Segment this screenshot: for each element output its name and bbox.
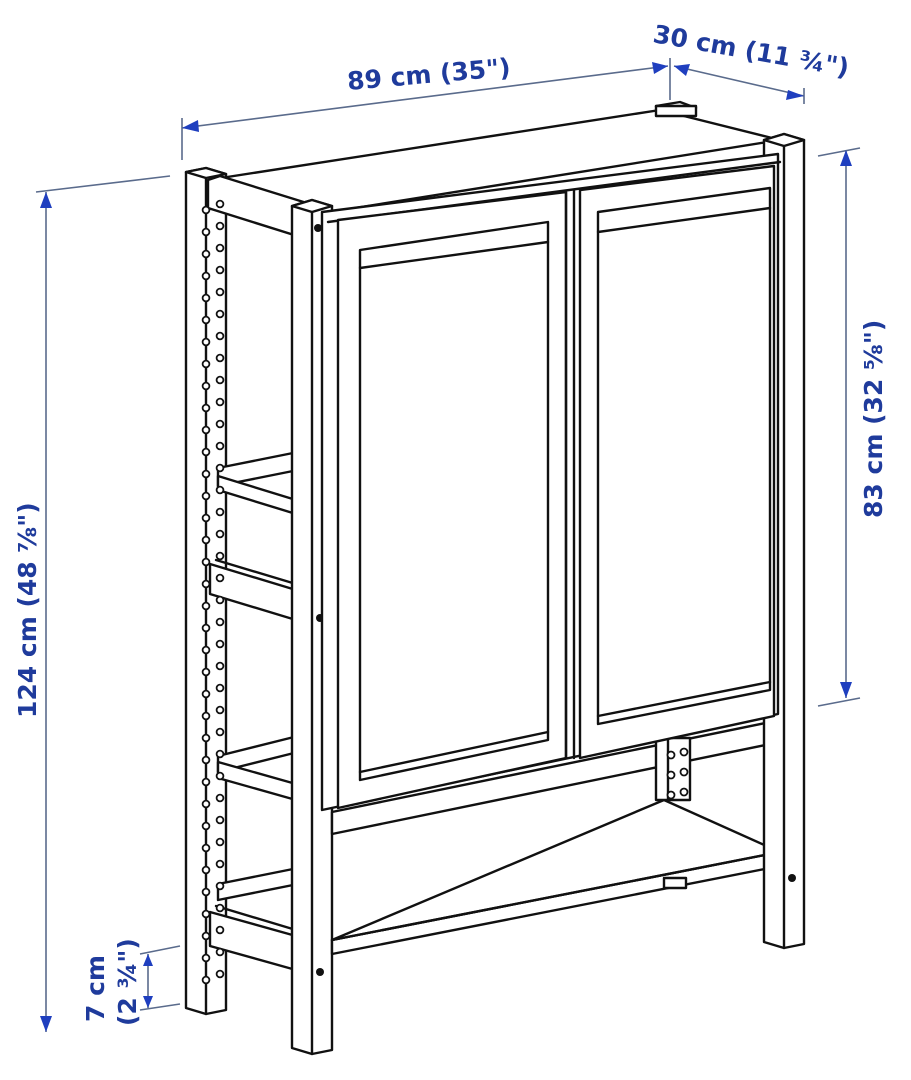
arrow-icon <box>143 996 153 1008</box>
left-door <box>336 190 568 810</box>
right-door <box>578 164 776 760</box>
left-side-shelf-1 <box>216 474 298 516</box>
upright-holes <box>201 199 225 985</box>
width-dimension-line <box>181 65 669 129</box>
total-height-label: 124 cm (48 ⅞") <box>13 502 42 718</box>
arrow-icon <box>840 150 852 166</box>
arrow-icon <box>652 62 668 74</box>
left-side-shelf-3 <box>216 760 298 802</box>
leg-clearance-in-label: (2 ¾") <box>113 938 142 1026</box>
dimension-annotations <box>35 58 861 1032</box>
arrow-icon <box>182 120 199 132</box>
arrow-icon <box>143 954 153 966</box>
cabinet-height-label: 83 cm (32 ⅝") <box>859 320 888 518</box>
left-bottom-shelf <box>216 866 300 902</box>
arrow-icon <box>840 682 852 698</box>
depth-label: 30 cm (11 ¾") <box>651 19 851 82</box>
leg-clearance-cm-label: 7 cm <box>81 955 110 1022</box>
arrow-icon <box>786 90 804 100</box>
arrow-icon <box>40 192 52 208</box>
rear-bracket <box>654 736 692 802</box>
arrow-icon <box>40 1016 52 1032</box>
depth-dimension-line <box>673 65 805 97</box>
furniture-drawing <box>184 100 806 1056</box>
arrow-icon <box>674 64 690 76</box>
